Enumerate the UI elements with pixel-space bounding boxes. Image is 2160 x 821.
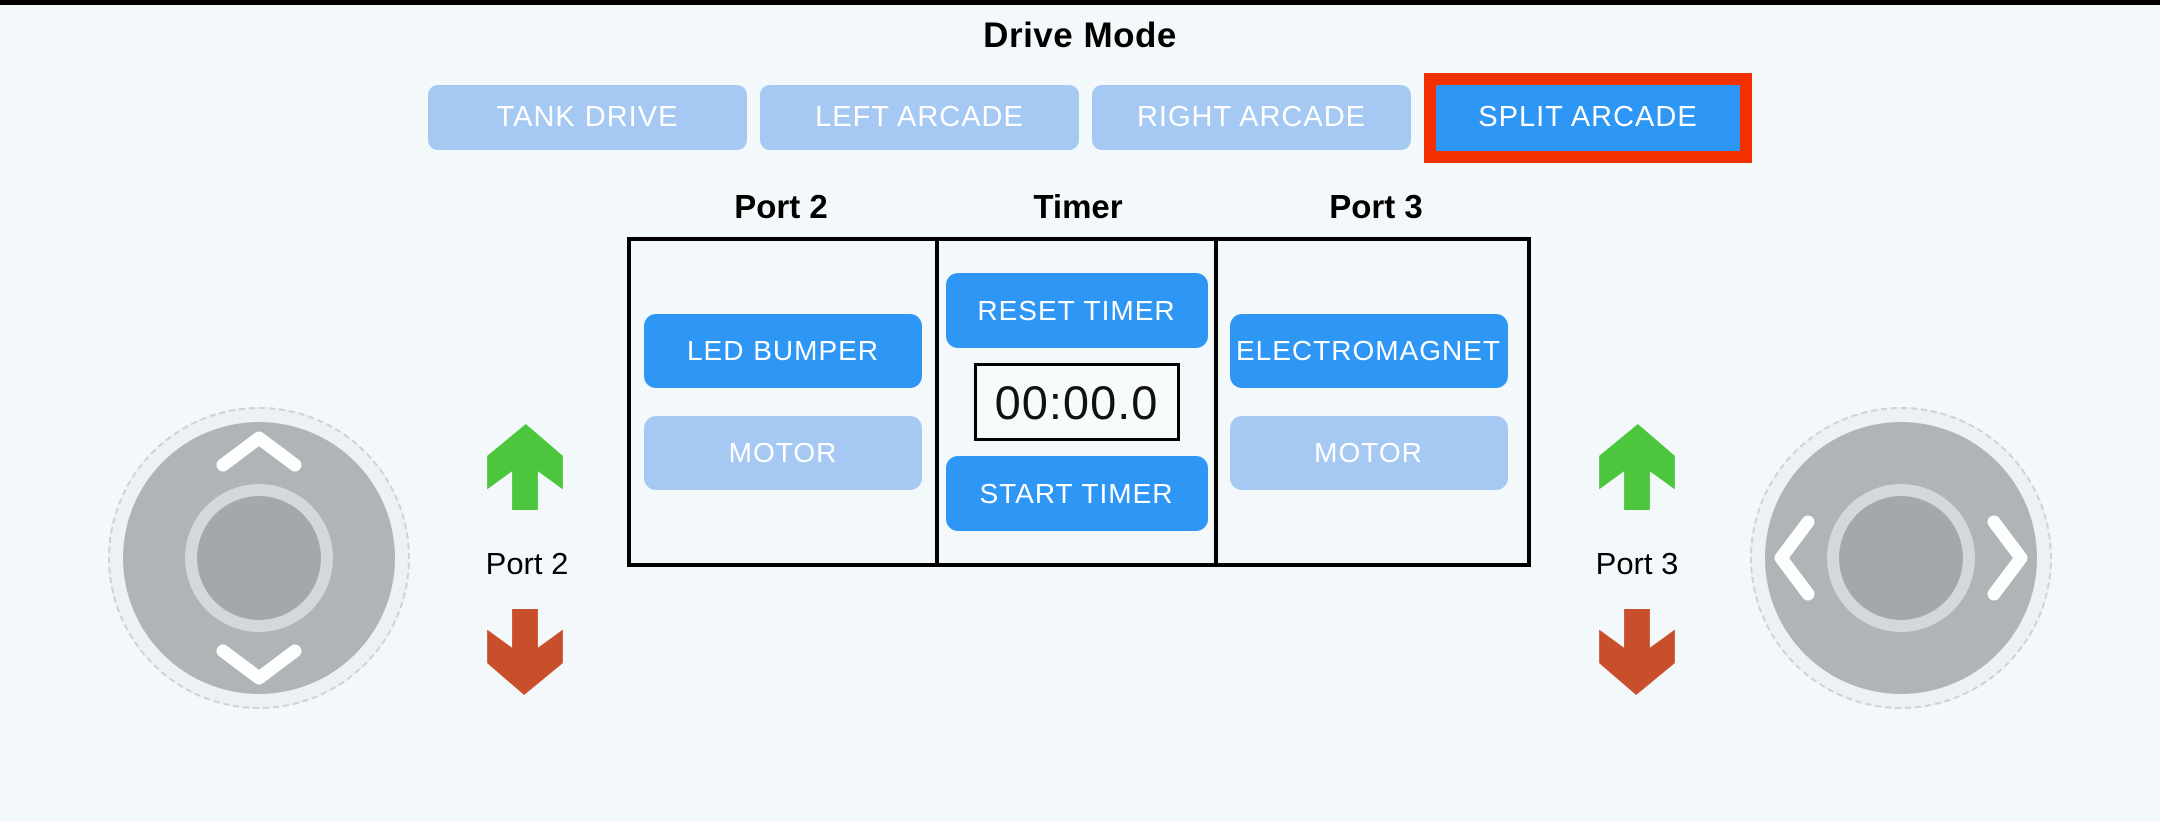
chevron-left-icon bbox=[1774, 515, 1815, 601]
start-timer-button[interactable]: START TIMER bbox=[945, 456, 1208, 531]
tank-drive-button[interactable]: TANK DRIVE bbox=[428, 85, 747, 150]
port3-column: ELECTROMAGNET MOTOR bbox=[1218, 241, 1519, 563]
split-arcade-button[interactable]: SPLIT ARCADE bbox=[1436, 84, 1740, 151]
timer-header: Timer bbox=[1033, 188, 1123, 225]
port3-motor-button[interactable]: MOTOR bbox=[1229, 416, 1508, 490]
page-title: Drive Mode bbox=[983, 16, 1177, 55]
port2-column: LED BUMPER MOTOR bbox=[631, 241, 935, 563]
down-arrow-icon bbox=[487, 609, 563, 695]
timer-display: 00:00.0 bbox=[973, 363, 1180, 441]
top-bar bbox=[0, 0, 2160, 5]
led-bumper-button[interactable]: LED BUMPER bbox=[644, 314, 922, 388]
port3-header: Port 3 bbox=[1329, 188, 1423, 225]
up-arrow-icon bbox=[1599, 424, 1675, 510]
timer-column: RESET TIMER 00:00.0 START TIMER bbox=[935, 241, 1218, 563]
selected-mode-highlight: SPLIT ARCADE bbox=[1424, 72, 1752, 163]
chevron-right-icon bbox=[1987, 515, 2028, 601]
chevron-up-icon bbox=[216, 431, 302, 472]
right-joystick-port-label: Port 3 bbox=[1595, 546, 1679, 581]
up-arrow-icon bbox=[487, 424, 563, 510]
drive-mode-button-row: TANK DRIVE LEFT ARCADE RIGHT ARCADE SPLI… bbox=[428, 72, 1752, 163]
chevron-down-icon bbox=[216, 644, 302, 685]
left-arcade-button[interactable]: LEFT ARCADE bbox=[760, 85, 1079, 150]
down-arrow-icon bbox=[1599, 609, 1675, 695]
right-arcade-button[interactable]: RIGHT ARCADE bbox=[1092, 85, 1411, 150]
device-panel: LED BUMPER MOTOR RESET TIMER 00:00.0 STA… bbox=[627, 237, 1531, 567]
left-joystick-knob[interactable] bbox=[197, 496, 321, 620]
left-joystick-port-label: Port 2 bbox=[485, 546, 569, 581]
right-joystick-knob[interactable] bbox=[1839, 496, 1963, 620]
left-joystick[interactable] bbox=[108, 407, 410, 709]
port2-motor-button[interactable]: MOTOR bbox=[644, 416, 922, 490]
right-joystick[interactable] bbox=[1750, 407, 2052, 709]
electromagnet-button[interactable]: ELECTROMAGNET bbox=[1229, 314, 1508, 388]
reset-timer-button[interactable]: RESET TIMER bbox=[945, 273, 1208, 348]
port2-header: Port 2 bbox=[734, 188, 828, 225]
